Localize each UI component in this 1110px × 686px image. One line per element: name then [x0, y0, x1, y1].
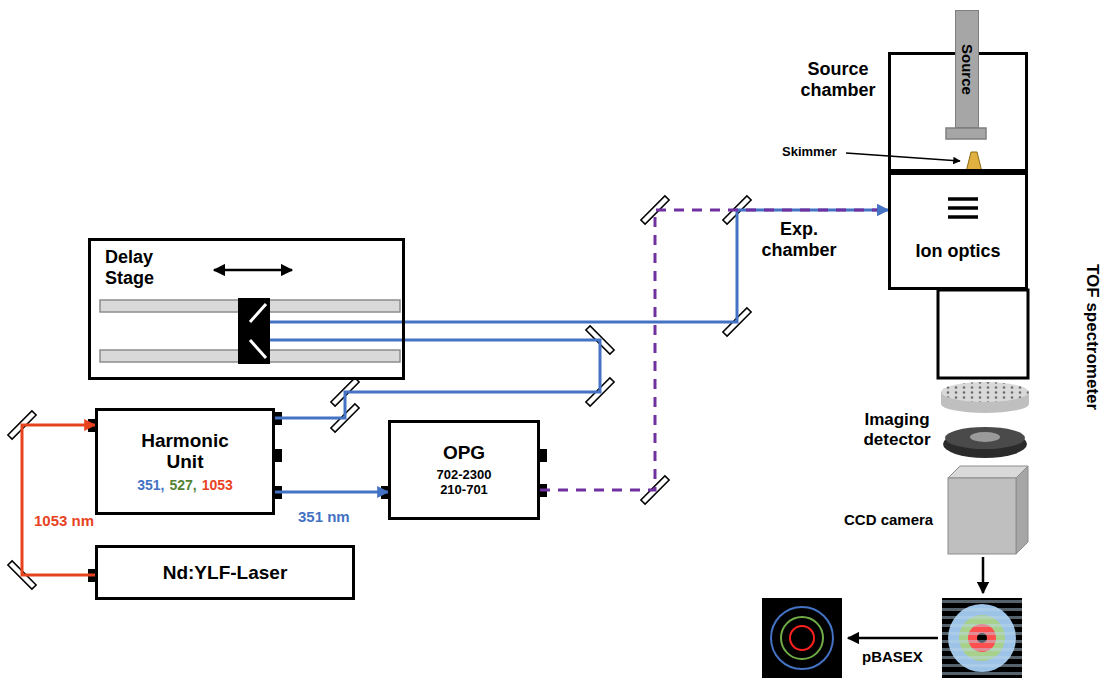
laser-box: Nd:YLF-Laser	[95, 545, 355, 600]
wavelength-label: 351 nm	[298, 508, 350, 525]
illustration-line	[846, 153, 960, 161]
illustration-polygon	[966, 152, 982, 172]
illustration-g	[8, 196, 751, 589]
illustration-circle	[790, 626, 814, 650]
illustration-rect	[274, 449, 282, 462]
wavelength-label: 1053 nm	[34, 512, 94, 529]
illustration-rect	[942, 598, 1022, 678]
text-row: Harmonic Unit	[129, 430, 241, 474]
illustration-line	[948, 206, 978, 210]
laser-beam	[540, 210, 888, 490]
part-label: Imaging detector	[856, 410, 938, 449]
unit-box: OPG 702-2300 210-701	[388, 420, 540, 520]
illustration-line	[982, 557, 985, 593]
illustration-rect	[762, 598, 842, 678]
illustration-rect	[942, 598, 1022, 678]
box-text: Ion optics	[891, 241, 1025, 262]
illustration-ellipse	[941, 382, 1029, 402]
box-title: Source	[958, 44, 975, 95]
text-row: Source	[958, 44, 975, 95]
laser-beam	[405, 210, 888, 322]
illustration-circle	[771, 607, 833, 669]
chamber-box: Exp. chamberIon optics	[888, 172, 1028, 290]
box-title: Delay Stage	[105, 247, 205, 288]
text-row: 351, 527, 1053	[137, 477, 233, 493]
text-row: 702-2300 210-701	[428, 468, 500, 498]
box-title: Harmonic Unit	[129, 430, 241, 474]
process-label: pBASEX	[862, 648, 923, 665]
illustration-polygon	[1016, 466, 1028, 554]
illustration-path	[250, 304, 266, 358]
box-text: 351,	[137, 477, 164, 493]
box-title: OPG	[443, 442, 485, 464]
illustration-ellipse	[941, 382, 1029, 402]
illustration-rect	[938, 290, 1028, 378]
part-label: CCD camera	[844, 511, 933, 528]
illustration-circle	[781, 617, 823, 659]
illustration-line	[948, 197, 978, 201]
box-text: 702-2300 210-701	[428, 468, 500, 498]
part-label: Skimmer	[782, 145, 837, 160]
text-row: Nd:YLF-Laser	[163, 562, 288, 584]
laser-beam	[22, 425, 95, 575]
illustration-rect	[238, 298, 270, 364]
illustration-rect	[539, 449, 547, 462]
illustration-polygon	[948, 466, 1028, 478]
instrument-label: TOF spectrometer	[1082, 264, 1102, 410]
box-text: 1053	[202, 477, 233, 493]
illustration-line	[848, 637, 938, 640]
stage-box: Delay Stage	[88, 238, 405, 380]
unit-box: Harmonic Unit 351, 527, 1053	[95, 408, 275, 515]
source-rod: Source	[955, 10, 979, 128]
chamber-box: Source chamberSource	[888, 52, 1028, 172]
illustration-line	[948, 215, 978, 219]
illustration-rect	[948, 478, 1016, 554]
box-text: 527,	[169, 477, 196, 493]
box-title: Exp. chamber	[749, 219, 849, 260]
illustration-ellipse	[970, 432, 1000, 442]
illustration-line	[214, 269, 292, 272]
illustration-rect	[946, 128, 986, 139]
illustration-ellipse	[945, 427, 1025, 449]
box-title: Nd:YLF-Laser	[163, 562, 288, 584]
laser-beam	[275, 491, 388, 494]
illustration-path	[256, 322, 405, 340]
text-row: OPG	[443, 442, 485, 464]
box-title: Source chamber	[789, 59, 887, 100]
